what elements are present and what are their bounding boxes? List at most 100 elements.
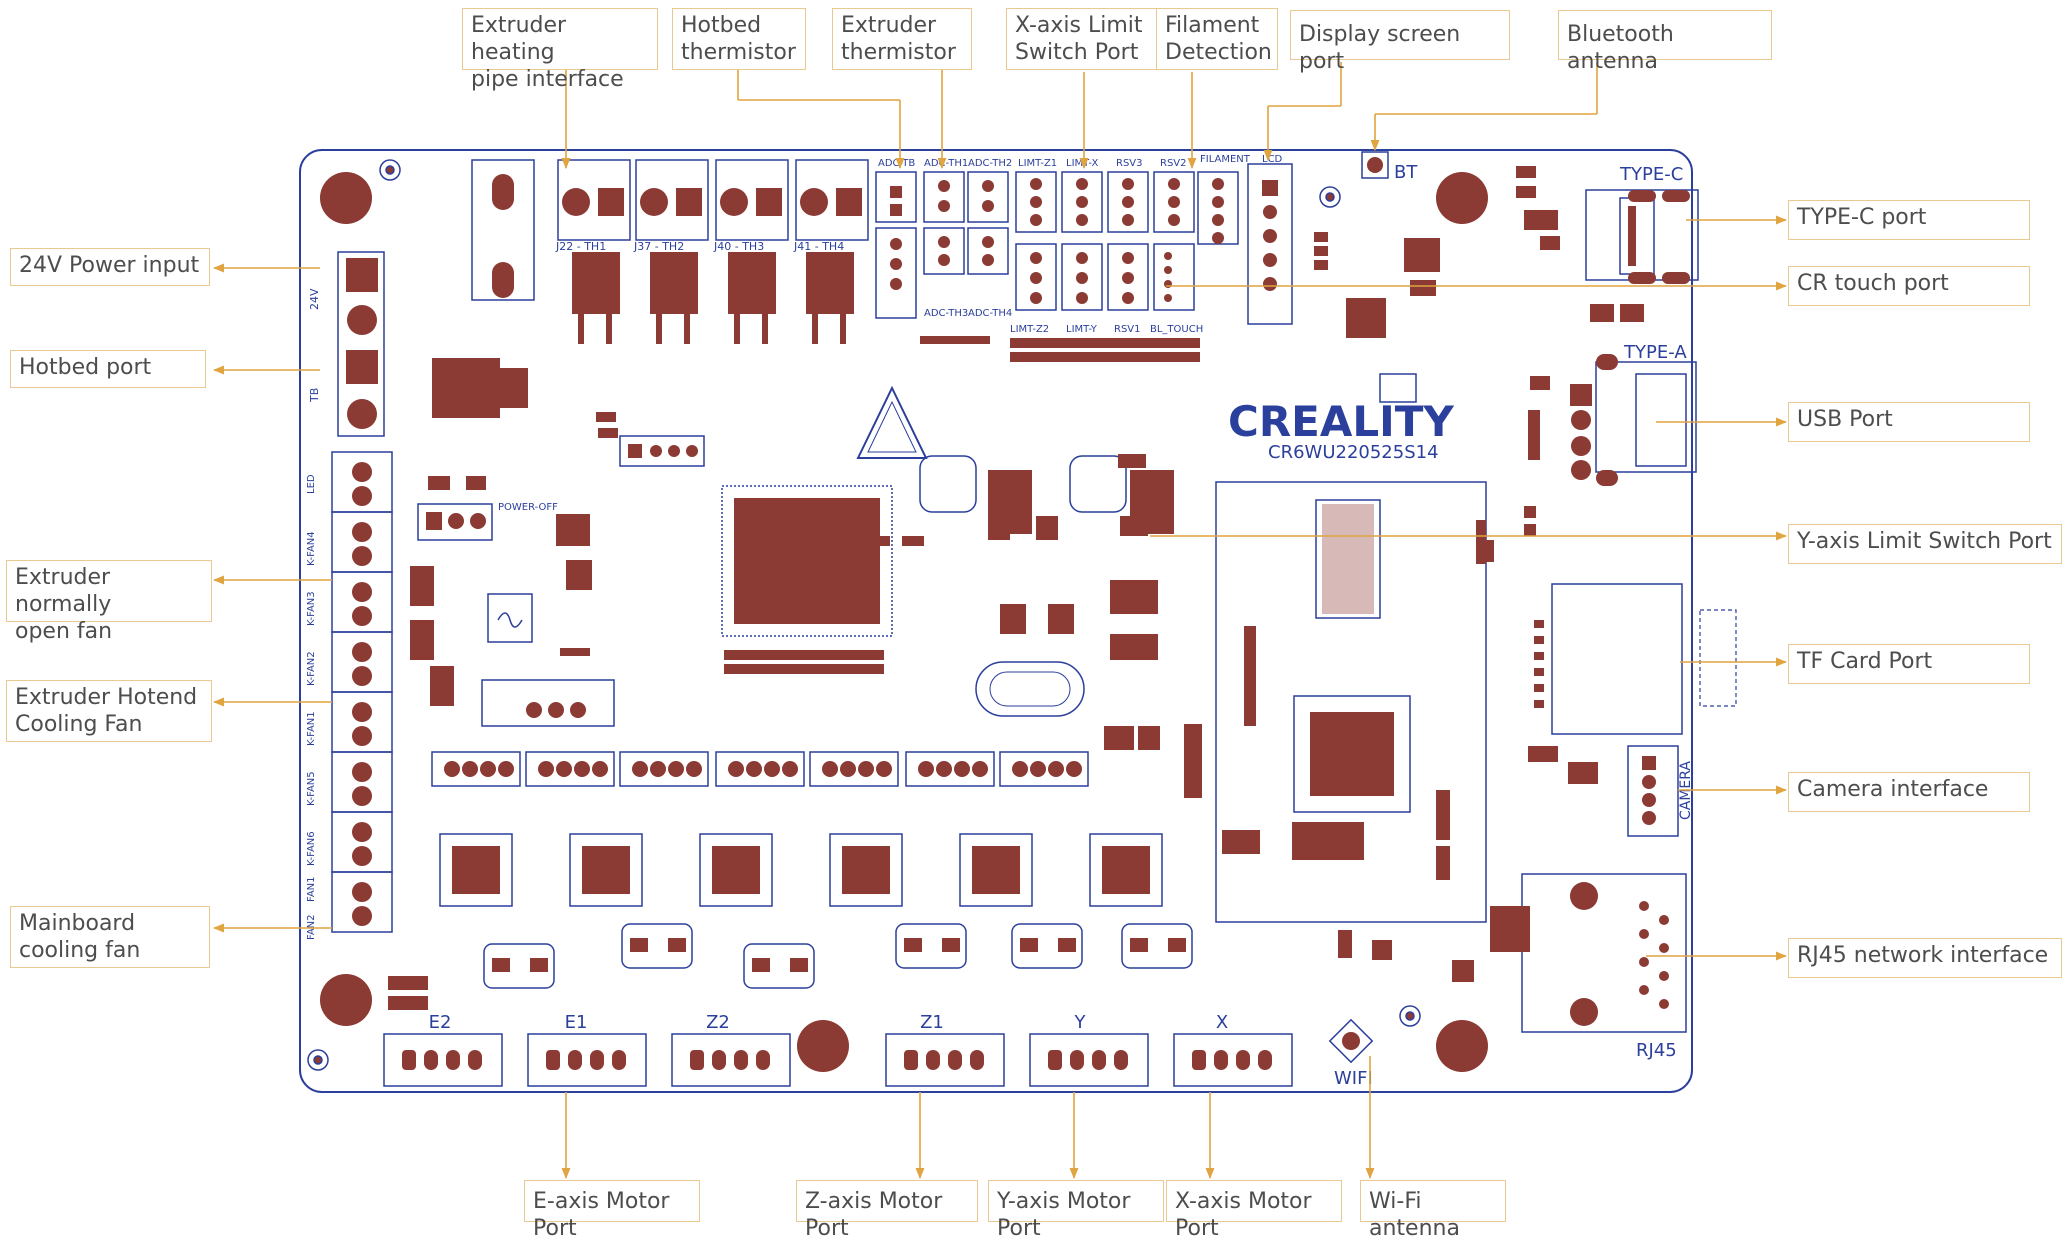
callout-bluetooth-antenna: Bluetooth antenna [1558, 10, 1772, 74]
fan-connectors [331, 451, 393, 933]
resistor-arrays [724, 336, 1200, 674]
callout-x-limit-switch: X-axis Limit Switch Port [1006, 8, 1158, 70]
svg-text:LIMT-Z2: LIMT-Z2 [1010, 324, 1049, 335]
callout-extruder-hotend-cooling-fan: Extruder Hotend Cooling Fan [6, 680, 212, 742]
smd-passives [410, 166, 1644, 982]
silk-wifi: WIFI [1334, 1068, 1373, 1089]
usb-a-port [1570, 354, 1697, 486]
svg-text:ADC-TH1: ADC-TH1 [924, 158, 968, 169]
fuse-f1 [471, 159, 535, 301]
svg-text:FILAMENT: FILAMENT [1200, 154, 1251, 165]
wifi-antenna [1328, 1018, 1374, 1064]
svg-text:Z1: Z1 [920, 1012, 944, 1033]
svg-text:ADC-TH3: ADC-TH3 [924, 308, 968, 319]
silk-tb: TB [308, 388, 321, 403]
svg-text:RSV2: RSV2 [1160, 158, 1187, 169]
svg-text:E2: E2 [429, 1012, 452, 1033]
svg-text:RSV3: RSV3 [1116, 158, 1143, 169]
svg-text:K-FAN4: K-FAN4 [306, 531, 317, 566]
svg-text:Y: Y [1074, 1012, 1087, 1033]
callout-24v-power-input: 24V Power input [10, 248, 210, 286]
motor-ports [383, 1033, 1293, 1087]
callout-filament-detection: Filament Detection [1156, 8, 1278, 70]
mosfets [432, 252, 854, 418]
svg-text:LIMT-Y: LIMT-Y [1066, 324, 1098, 335]
esd-symbol [856, 385, 928, 459]
callout-extruder-heating-pipe: Extruder heating pipe interface [462, 8, 658, 92]
svg-text:X: X [1216, 1012, 1228, 1033]
silk-rj45: RJ45 [1636, 1040, 1677, 1061]
svg-text:LIMT-Z1: LIMT-Z1 [1018, 158, 1057, 169]
callout-hotbed-port: Hotbed port [10, 350, 206, 388]
type-c-port [1585, 189, 1699, 284]
power-off-header [417, 503, 493, 541]
svg-text:BL_TOUCH: BL_TOUCH [1150, 324, 1203, 335]
mounting-holes [320, 172, 1488, 1072]
svg-text:K-FAN1: K-FAN1 [306, 711, 317, 746]
board-model: CR6WU220525S14 [1268, 442, 1439, 463]
svg-text:FAN1: FAN1 [306, 876, 317, 902]
callout-type-c-port: TYPE-C port [1788, 200, 2030, 240]
stepper-drivers [439, 833, 1163, 907]
mounting-hole-hol4 [1436, 1020, 1488, 1072]
tf-card-slot [1551, 583, 1737, 735]
svg-text:K-FAN3: K-FAN3 [306, 591, 317, 626]
callout-cr-touch-port: CR touch port [1788, 266, 2030, 306]
small-holes [307, 159, 1421, 1071]
sensor-connectors [875, 163, 1293, 325]
svg-text:K-FAN5: K-FAN5 [306, 771, 317, 806]
silk-th3: J40 - TH3 [713, 240, 764, 253]
camera-connector [1627, 745, 1679, 837]
callout-x-axis-motor-port: X-axis Motor Port [1166, 1180, 1342, 1241]
silk-th4: J41 - TH4 [793, 240, 844, 253]
silk-th2: J37 - TH2 [633, 240, 684, 253]
svg-text:RSV1: RSV1 [1114, 324, 1141, 335]
soc-area [1215, 298, 1487, 923]
callout-usb-port: USB Port [1788, 402, 2030, 442]
svg-text:LIMT-X: LIMT-X [1066, 158, 1098, 169]
silk-type-c: TYPE-C [1619, 164, 1683, 185]
capacitors [388, 923, 1193, 1010]
motor-driver-headers [431, 751, 1089, 787]
silk-power-off: POWER-OFF [498, 502, 558, 513]
heater-terminals [557, 159, 869, 241]
callout-extruder-normally-open-fan: Extruder normally open fan [6, 560, 212, 644]
svg-text:LCD: LCD [1262, 154, 1283, 165]
svg-text:ADC-TH2: ADC-TH2 [968, 158, 1012, 169]
callout-display-screen-port: Display screen port [1290, 10, 1510, 74]
bt-antenna [1361, 151, 1389, 179]
callout-tf-card-port: TF Card Port [1788, 644, 2030, 684]
callout-y-axis-motor-port: Y-axis Motor Port [988, 1180, 1164, 1241]
mounting-hole-hol2 [320, 974, 372, 1026]
silk-type-a: TYPE-A [1623, 342, 1687, 363]
leader-lines [212, 62, 1788, 1180]
callout-y-limit-switch-port: Y-axis Limit Switch Port [1788, 524, 2062, 564]
callout-mainboard-cooling-fan: Mainboard cooling fan [10, 906, 210, 968]
svg-text:ADC-TB: ADC-TB [878, 158, 915, 169]
mounting-hole-hol1 [320, 172, 372, 224]
svg-text:K-FAN2: K-FAN2 [306, 651, 317, 686]
brand-logo: CREALITY [1228, 397, 1454, 446]
motor-port-labels: E2 E1 Z2 Z1 Y X [429, 1012, 1229, 1033]
callout-rj45-network-interface: RJ45 network interface [1788, 938, 2062, 978]
power-terminals [337, 251, 385, 437]
mounting-hole-m5 [1436, 172, 1488, 224]
mounting-hole-hol3 [797, 1020, 849, 1072]
svg-text:E1: E1 [565, 1012, 588, 1033]
silk-24v: 24V [308, 288, 321, 310]
silk-th1: J22 - TH1 [555, 240, 606, 253]
mcu-chip [721, 485, 893, 637]
callout-wifi-antenna: Wi-Fi antenna [1360, 1180, 1506, 1241]
header-j3 [619, 435, 705, 467]
svg-text:K-FAN6: K-FAN6 [306, 831, 317, 866]
callout-camera-interface: Camera interface [1788, 772, 2030, 812]
callout-extruder-thermistor: Extruder thermistor [832, 8, 972, 70]
svg-text:ADC-TH4: ADC-TH4 [968, 308, 1012, 319]
svg-text:LED: LED [306, 474, 317, 494]
silk-bt: BT [1394, 162, 1418, 183]
callout-z-axis-motor-port: Z-axis Motor Port [796, 1180, 978, 1241]
callout-hotbed-thermistor: Hotbed thermistor [672, 8, 806, 70]
rj45-jack [1521, 873, 1687, 1033]
callout-e-axis-motor-port: E-axis Motor Port [524, 1180, 700, 1241]
